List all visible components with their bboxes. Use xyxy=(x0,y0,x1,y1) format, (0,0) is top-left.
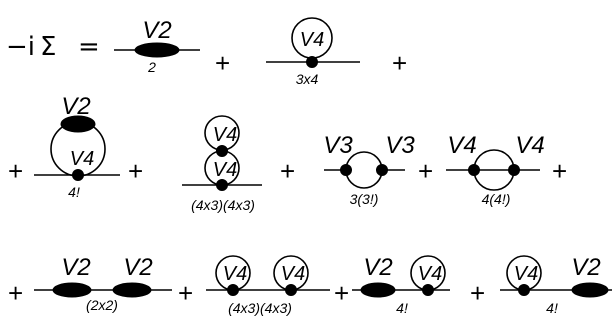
vertex-dot xyxy=(285,284,297,296)
plus-sign: + xyxy=(178,278,193,308)
v2-vertex-blob xyxy=(112,282,152,298)
plus-sign: + xyxy=(8,156,23,186)
symmetry-factor: (2x2) xyxy=(86,297,118,313)
plus-sign: + xyxy=(334,278,349,308)
vertex-label: V2 xyxy=(61,93,90,120)
diagram-6-v4-sunset: V4 V4 4(4!) xyxy=(446,132,545,207)
vertex-label: V4 xyxy=(213,159,237,181)
vertex-dot xyxy=(508,164,520,176)
vertex-label: V4 xyxy=(514,263,538,285)
symmetry-factor: 4! xyxy=(68,184,80,200)
vertex-dot xyxy=(376,164,388,176)
vertex-label: V2 xyxy=(363,254,392,281)
vertex-label: V4 xyxy=(418,263,442,285)
plus-sign: + xyxy=(128,156,143,186)
plus-sign: + xyxy=(280,156,295,186)
vertex-dot xyxy=(227,284,239,296)
diagram-2-v4-tadpole: V4 3x4 xyxy=(266,17,360,87)
symmetry-factor: 4! xyxy=(546,300,558,316)
vertex-label: V4 xyxy=(447,132,476,159)
vertex-label: V4 xyxy=(281,263,305,285)
v2-vertex-blob xyxy=(360,282,396,298)
vertex-dot xyxy=(216,179,228,191)
vertex-label: V4 xyxy=(223,263,247,285)
plus-sign: + xyxy=(470,278,485,308)
sigma-symbol: Σ xyxy=(40,32,56,62)
vertex-dot xyxy=(340,164,352,176)
vertex-label: V2 xyxy=(61,254,90,281)
symmetry-factor: 4! xyxy=(396,300,408,316)
vertex-label: V3 xyxy=(385,132,415,159)
vertex-dot xyxy=(306,56,318,68)
plus-sign: + xyxy=(418,156,433,186)
vertex-label: V4 xyxy=(515,132,544,159)
diagram-5-v3-bubble: V3 V3 3(3!) xyxy=(323,132,415,207)
plus-sign: + xyxy=(392,48,407,78)
equals-sign: = xyxy=(78,32,100,62)
v2-vertex-blob xyxy=(571,282,609,298)
v2-vertex-blob xyxy=(134,42,180,58)
vertex-dot xyxy=(72,169,84,181)
plus-sign: + xyxy=(552,156,567,186)
diagram-4-double-tadpole: V4 V4 (4x3)(4x3) xyxy=(182,115,262,213)
v2-vertex-blob xyxy=(52,282,92,298)
diagram-1-v2-insertion: V2 2 xyxy=(114,17,200,75)
v2-vertex-blob xyxy=(60,115,96,133)
minus-i-symbol: −i xyxy=(6,32,35,62)
vertex-label: V4 xyxy=(70,148,94,170)
diagram-9-v2-then-tadpole: V2 V4 4! xyxy=(352,254,450,316)
vertex-label: V2 xyxy=(571,254,600,281)
vertex-label: V3 xyxy=(323,132,353,159)
diagram-10-tadpole-then-v2: V4 V2 4! xyxy=(500,254,612,316)
vertex-dot xyxy=(422,284,434,296)
plus-sign: + xyxy=(8,278,23,308)
symmetry-factor: (4x3)(4x3) xyxy=(191,197,255,213)
vertex-label: V2 xyxy=(123,254,152,281)
vertex-dot xyxy=(518,284,530,296)
vertex-dot xyxy=(216,145,228,157)
vertex-label: V4 xyxy=(213,124,237,146)
symmetry-factor: (4x3)(4x3) xyxy=(228,300,292,316)
symmetry-factor: 4(4!) xyxy=(482,191,511,207)
vertex-dot xyxy=(468,164,480,176)
plus-sign: + xyxy=(215,48,230,78)
symmetry-factor: 3x4 xyxy=(296,71,319,87)
diagram-7-double-v2: V2 V2 (2x2) xyxy=(34,254,172,313)
vertex-label: V2 xyxy=(142,17,171,44)
diagram-3-v2-on-tadpole: V2 V4 4! xyxy=(34,93,120,200)
vertex-label: V4 xyxy=(300,29,324,51)
diagram-8-two-tadpoles: V4 V4 (4x3)(4x3) xyxy=(206,255,330,316)
symmetry-factor: 3(3!) xyxy=(350,191,379,207)
symmetry-factor: 2 xyxy=(147,59,156,75)
